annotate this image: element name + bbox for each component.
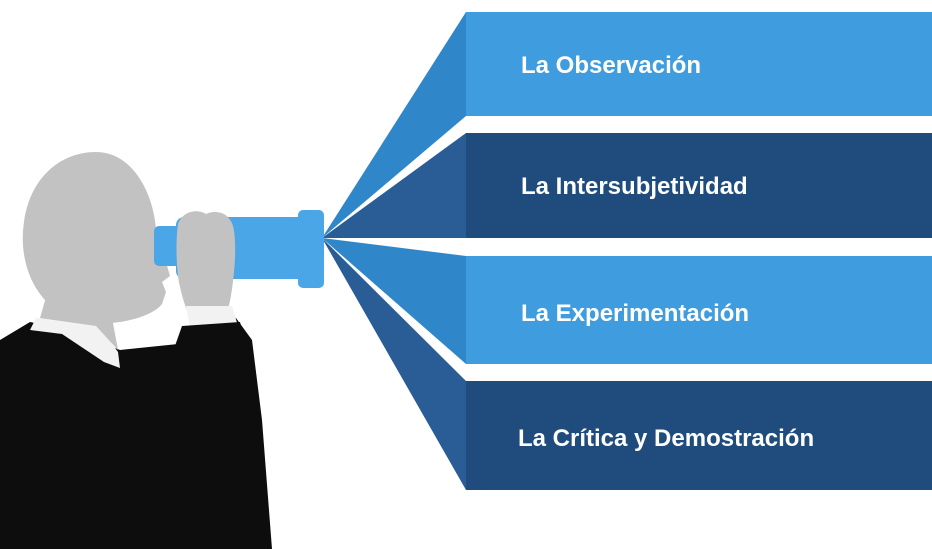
fan-2 <box>322 133 466 238</box>
fan-4 <box>322 238 466 490</box>
suit-sleeve <box>170 322 252 440</box>
bar-labels: La Observación La Intersubjetividad La E… <box>518 52 814 452</box>
bar-label-observacion: La Observación <box>521 52 701 79</box>
shirt-cuff <box>186 306 238 328</box>
bar-4 <box>466 381 932 490</box>
fan-1 <box>322 12 466 238</box>
bar-1 <box>466 12 932 116</box>
head <box>22 152 170 324</box>
bar-label-critica-demostracion: La Crítica y Demostración <box>518 425 814 452</box>
bar-label-intersubjetividad: La Intersubjetividad <box>521 173 748 200</box>
bar-2 <box>466 133 932 238</box>
binoculars-lens <box>298 210 324 288</box>
hand <box>176 211 236 318</box>
person-illustration <box>0 152 324 549</box>
bar-label-experimentacion: La Experimentación <box>521 300 749 327</box>
bar-3 <box>466 256 932 364</box>
projection-fans <box>322 12 466 490</box>
fan-3 <box>322 238 466 364</box>
shirt-collar <box>30 318 120 368</box>
bars <box>466 12 932 490</box>
